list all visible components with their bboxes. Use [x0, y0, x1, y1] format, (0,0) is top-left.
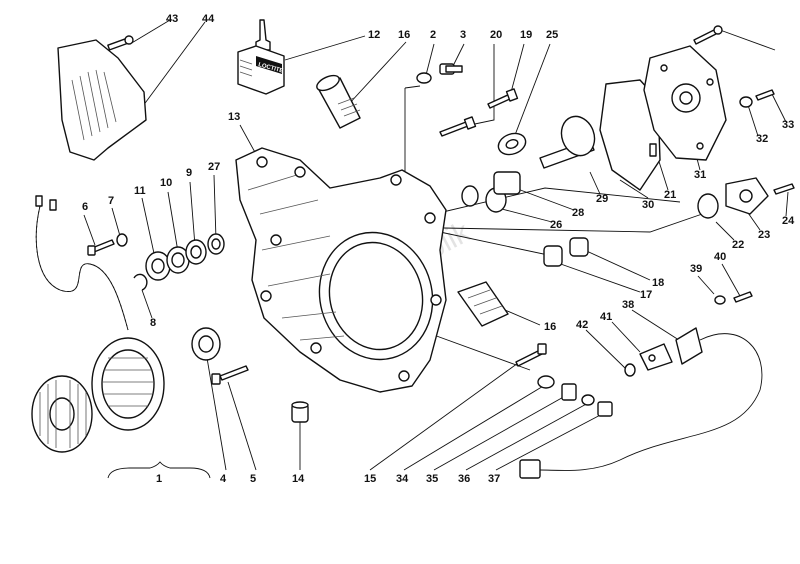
parts-32-33-washer-screw — [739, 89, 775, 108]
top-right-bolt — [693, 25, 723, 45]
callout-32: 32 — [756, 133, 768, 145]
callout-31: 31 — [694, 169, 706, 181]
callout-38: 38 — [622, 299, 634, 311]
callout-37: 37 — [488, 473, 500, 485]
callout-18: 18 — [652, 277, 664, 289]
part-22-oring — [697, 193, 719, 219]
callout-15: 15 — [364, 473, 376, 485]
callout-19: 19 — [520, 29, 532, 41]
part-15-bolt — [515, 343, 547, 367]
callout-25: 25 — [546, 29, 558, 41]
callout-36: 36 — [458, 473, 470, 485]
part-30-gasket — [599, 79, 661, 191]
callout-44: 44 — [202, 13, 215, 25]
part-38-sensor — [519, 327, 763, 479]
part-43-screw — [107, 35, 134, 51]
parts-6-7-bolt-washer — [87, 233, 128, 256]
callout-11: 11 — [134, 185, 146, 197]
part-5-bolt — [211, 365, 249, 385]
part-21-pin — [649, 143, 657, 157]
callout-16b: 16 — [544, 321, 556, 333]
parts-26-28-seals — [461, 171, 521, 213]
callout-42: 42 — [576, 319, 588, 331]
callout-21: 21 — [664, 189, 676, 201]
callout-35: 35 — [426, 473, 438, 485]
parts-2-3-washer-screw — [416, 63, 463, 84]
part-23-flange — [725, 177, 769, 215]
part-16-fitting-mid — [457, 281, 509, 327]
callout-1: 1 — [156, 473, 162, 485]
generator-wire — [35, 195, 129, 331]
callout-30: 30 — [642, 199, 654, 211]
parts-39-40-washer-bolt — [714, 291, 753, 305]
part-12-sealant-bottle: LOCTITE — [237, 19, 285, 95]
callout-7: 7 — [108, 195, 114, 207]
parts-9-11-bearing-stack — [145, 239, 207, 281]
callout-14: 14 — [292, 473, 305, 485]
callout-41: 41 — [600, 311, 612, 323]
callout-20: 20 — [490, 29, 502, 41]
callout-labels: 43 44 12 16 2 3 20 19 25 13 6 7 11 10 9 … — [82, 13, 795, 485]
part-24-screw — [773, 183, 795, 195]
callout-40: 40 — [714, 251, 726, 263]
callout-29: 29 — [596, 193, 608, 205]
callout-10: 10 — [160, 177, 172, 189]
part-8-circlip — [133, 273, 148, 291]
parts-19-20-bolts — [439, 88, 519, 137]
part-4-bearing — [191, 327, 221, 361]
part-25-seal — [497, 132, 527, 156]
part-29-impeller-shaft — [539, 115, 596, 169]
callout-16: 16 — [398, 29, 410, 41]
part-31-pump-cover — [643, 45, 727, 161]
callout-34: 34 — [396, 473, 409, 485]
callout-12: 12 — [368, 29, 380, 41]
callout-23: 23 — [758, 229, 770, 241]
callout-22: 22 — [732, 239, 744, 251]
callout-8: 8 — [150, 317, 156, 329]
callout-17: 17 — [640, 289, 652, 301]
callout-24: 24 — [782, 215, 795, 227]
parts-17-18-bushes — [543, 237, 589, 267]
callout-9: 9 — [186, 167, 192, 179]
callout-27: 27 — [208, 161, 220, 173]
callout-3: 3 — [460, 29, 466, 41]
part-13-generator-cover — [235, 147, 447, 393]
callout-5: 5 — [250, 473, 256, 485]
callout-43: 43 — [166, 13, 178, 25]
part-16-fitting-top — [316, 74, 361, 129]
part-1-generator — [31, 337, 165, 453]
callout-33: 33 — [782, 119, 794, 131]
callout-6: 6 — [82, 201, 88, 213]
callout-4: 4 — [220, 473, 227, 485]
callout-26: 26 — [550, 219, 562, 231]
callout-28: 28 — [572, 207, 584, 219]
callout-13: 13 — [228, 111, 240, 123]
part-27-washer — [207, 233, 225, 255]
callout-39: 39 — [690, 263, 702, 275]
callout-2: 2 — [430, 29, 436, 41]
part-44-sprocket-cover — [57, 39, 147, 161]
part-14-bush — [291, 401, 309, 423]
parts-34-37-plugs — [537, 375, 613, 417]
part-42-oring — [624, 363, 636, 377]
